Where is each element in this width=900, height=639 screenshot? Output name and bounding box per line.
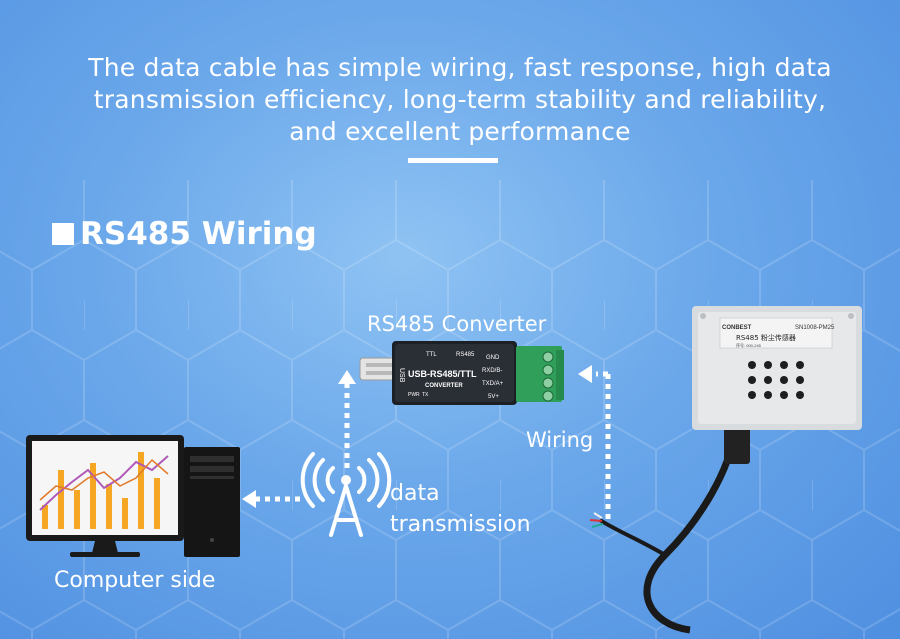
arrow-left-icon [242, 490, 256, 508]
sensor-device-image: CONBEST SN1008-PM25 RS485 粉尘传感器 序号: 000-… [589, 306, 862, 634]
arrow-up-icon [338, 370, 356, 384]
data-label-line-1: data [390, 481, 440, 506]
usb-converter-image: USB TTL RS485 USB-RS485/TTL CONVERTER PW… [359, 341, 564, 405]
converter-sub-text: CONVERTER [425, 383, 463, 389]
connection-lines [254, 371, 611, 520]
square-bullet-icon [52, 223, 74, 245]
converter-label: RS485 Converter [367, 312, 547, 336]
monitor-chart-graphic [42, 452, 160, 529]
usb-text: USB [398, 368, 405, 383]
wiring-label: Wiring [526, 428, 594, 452]
data-label-line-2: transmission [390, 512, 531, 537]
pin-label: TXD/A+ [482, 381, 504, 387]
sensor-model-text: SN1008-PM25 [795, 325, 835, 331]
section-title-label: RS485 Wiring [80, 216, 317, 252]
pin-label: RXD/B- [482, 368, 502, 374]
converter-model-text: USB-RS485/TTL [408, 369, 477, 379]
sensor-label-text: RS485 粉尘传感器 [736, 333, 796, 342]
computer-monitor-image [26, 435, 240, 557]
section-title: RS485 Wiring [52, 216, 317, 252]
pin-label: 5V+ [488, 394, 499, 400]
arrow-left-icon [578, 365, 592, 383]
headline-line-1: The data cable has simple wiring, fast r… [88, 53, 832, 82]
rs485-text: RS485 [456, 352, 475, 358]
ttl-text: TTL [426, 352, 437, 358]
sensor-serial-text: 序号: 000-245 [736, 342, 762, 348]
data-transmission-label: data transmission [390, 478, 531, 540]
headline-line-3: and excellent performance [289, 117, 631, 146]
sensor-brand-text: CONBEST [722, 325, 752, 331]
headline: The data cable has simple wiring, fast r… [60, 52, 860, 148]
computer-side-label: Computer side [54, 568, 216, 593]
headline-line-2: transmission efficiency, long-term stabi… [93, 85, 827, 114]
tx-text: TX [422, 392, 429, 398]
pin-label: GND [486, 355, 500, 361]
sensor-vent-holes [748, 361, 804, 399]
antenna-icon [300, 452, 392, 537]
pwr-text: PWR [408, 392, 420, 398]
headline-underline [408, 158, 498, 163]
